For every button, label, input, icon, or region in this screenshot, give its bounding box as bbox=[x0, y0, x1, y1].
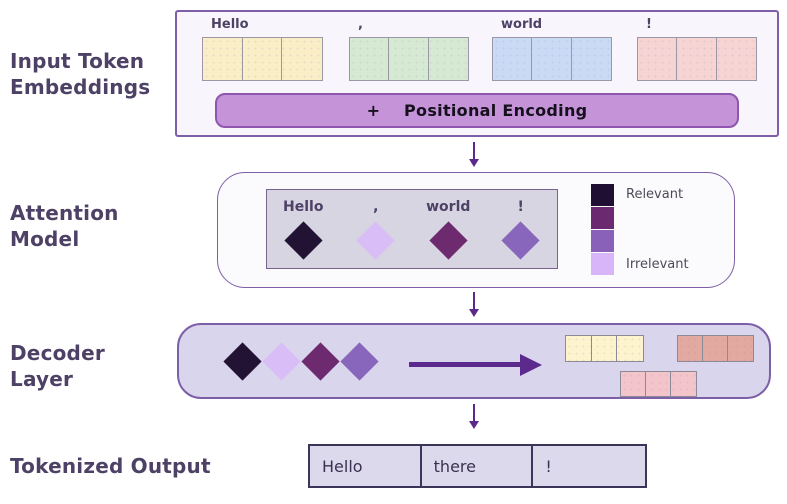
heading-tokenized-output: Tokenized Output bbox=[10, 454, 211, 478]
arrow-down-icon bbox=[468, 142, 480, 167]
legend-swatch-3 bbox=[591, 230, 614, 252]
plus-icon: + bbox=[366, 101, 381, 120]
embedding-cell bbox=[243, 38, 283, 80]
positional-encoding-label: Positional Encoding bbox=[404, 101, 588, 120]
attention-token-comma: , bbox=[345, 199, 407, 260]
input-token-label: , bbox=[358, 17, 363, 32]
embedding-cell bbox=[350, 38, 390, 80]
output-cell: ! bbox=[545, 456, 552, 476]
tokenized-output-table: Hello there ! bbox=[308, 444, 647, 488]
embedding-cell bbox=[572, 38, 611, 80]
attention-token-hello: Hello bbox=[272, 199, 334, 260]
decoder-output-strip bbox=[620, 371, 697, 397]
output-cell: Hello bbox=[310, 446, 422, 486]
legend-label-irrelevant: Irrelevant bbox=[626, 257, 689, 272]
embedding-strip bbox=[637, 37, 757, 81]
attention-token-exclaim: ! bbox=[490, 199, 552, 260]
input-token-label: ! bbox=[646, 17, 652, 32]
input-token-world: world bbox=[492, 17, 612, 81]
attention-diamond-icon bbox=[501, 220, 540, 260]
decoder-output-strip bbox=[565, 335, 644, 362]
embedding-cell bbox=[493, 38, 533, 80]
attention-diamond-icon bbox=[356, 220, 395, 260]
attention-token-label: Hello bbox=[283, 198, 324, 215]
decoder-diamond-icon bbox=[301, 341, 340, 381]
embedding-cell bbox=[532, 38, 572, 80]
legend-swatch-2 bbox=[591, 207, 614, 229]
heading-decoder-layer: Decoder Layer bbox=[10, 341, 105, 391]
decoder-diamond-icon bbox=[262, 341, 301, 381]
embedding-cell bbox=[638, 38, 678, 80]
embedding-cell bbox=[429, 38, 468, 80]
arrow-right-icon bbox=[409, 362, 521, 367]
embedding-strip bbox=[349, 37, 469, 81]
attention-token-label: , bbox=[373, 198, 379, 215]
attention-tokens-box: Hello , world ! bbox=[266, 189, 558, 269]
legend-swatch-4 bbox=[591, 253, 614, 275]
output-cell: there bbox=[422, 446, 534, 486]
input-token-comma: , bbox=[349, 17, 469, 81]
attention-token-label: ! bbox=[517, 198, 524, 215]
decoder-diamond-row bbox=[223, 325, 379, 397]
legend-swatch-1 bbox=[591, 184, 614, 206]
heading-input-token-embeddings: Input Token Embeddings bbox=[10, 49, 151, 99]
decoder-layer-panel bbox=[177, 323, 771, 399]
arrow-down-icon bbox=[468, 404, 480, 429]
embedding-cell bbox=[717, 38, 756, 80]
attention-diamond-icon bbox=[284, 220, 323, 260]
legend-label-relevant: Relevant bbox=[626, 187, 684, 202]
embedding-cell bbox=[203, 38, 243, 80]
heading-attention-model: Attention Model bbox=[10, 201, 119, 251]
attention-diamond-icon bbox=[429, 220, 468, 260]
embedding-cell bbox=[677, 38, 717, 80]
embedding-cell bbox=[389, 38, 429, 80]
attention-token-label: world bbox=[426, 198, 471, 215]
arrow-down-icon bbox=[468, 292, 480, 317]
attention-token-world: world bbox=[417, 199, 479, 260]
input-embeddings-panel: Hello , world ! + Positional Encoding bbox=[175, 10, 779, 137]
embedding-cell bbox=[282, 38, 322, 80]
input-token-label: world bbox=[501, 17, 543, 32]
decoder-diamond-icon bbox=[340, 341, 379, 381]
positional-encoding-bar: + Positional Encoding bbox=[215, 93, 739, 128]
embedding-strip bbox=[202, 37, 323, 81]
attention-model-panel: Hello , world ! Relevant Irrelevant bbox=[217, 172, 735, 288]
input-token-label: Hello bbox=[211, 17, 249, 32]
relevance-legend bbox=[591, 184, 614, 275]
decoder-output-strip bbox=[677, 335, 754, 362]
embedding-strip bbox=[492, 37, 612, 81]
arrow-right-head-icon bbox=[520, 354, 542, 376]
decoder-diamond-icon bbox=[223, 341, 262, 381]
input-token-hello: Hello bbox=[202, 17, 323, 81]
input-token-exclaim: ! bbox=[637, 17, 757, 81]
